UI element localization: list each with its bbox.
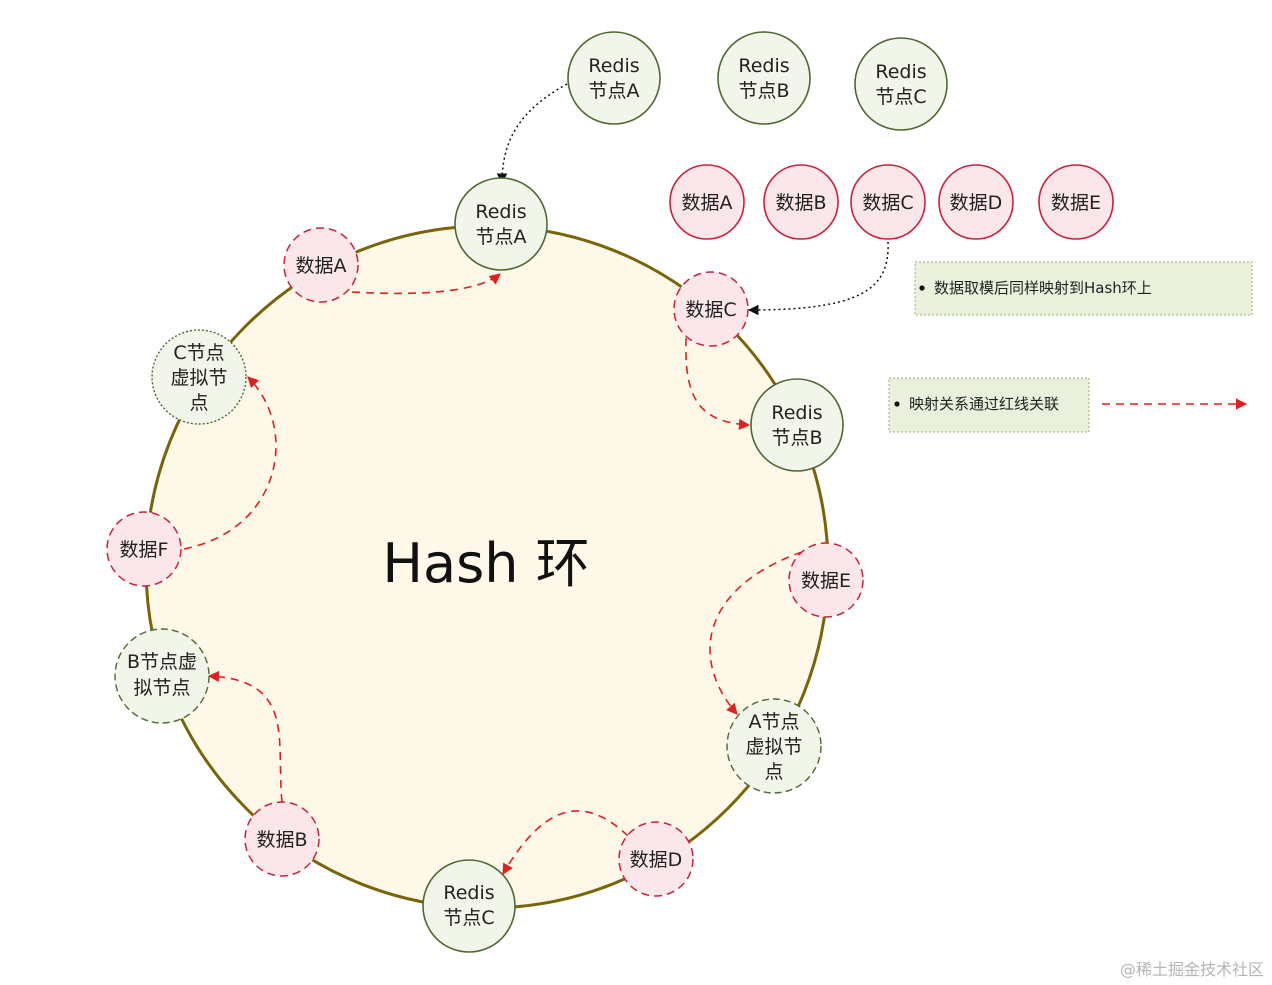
note-modulo-mapping-text: 数据取模后同样映射到Hash环上 bbox=[934, 279, 1152, 297]
top-data-d: 数据D bbox=[938, 164, 1014, 240]
mapping-arrow-data-d bbox=[502, 810, 629, 875]
mapping-arrow-data-f bbox=[183, 376, 277, 550]
top-server-a-line-1: Redis bbox=[588, 55, 639, 77]
ring-data-f: 数据F bbox=[106, 511, 182, 587]
virtual-node-c: C节点 虚拟节 点 bbox=[151, 329, 247, 425]
top-server-b-line-1: Redis bbox=[738, 55, 789, 77]
top-data-e-label: 数据E bbox=[1051, 192, 1101, 214]
top-data-c-label: 数据C bbox=[862, 192, 913, 214]
virtual-node-c-line-2: 虚拟节 bbox=[170, 367, 227, 389]
ring-data-f-circle bbox=[106, 511, 182, 587]
note-red-line-mapping-bullet bbox=[894, 401, 900, 407]
ring-server-c-line-1: Redis bbox=[443, 882, 494, 904]
ring-server-a-line-2: 节点A bbox=[476, 226, 527, 248]
ring-data-c-label: 数据C bbox=[685, 299, 736, 321]
top-data-d-circle bbox=[938, 164, 1014, 240]
ring-data-a-label: 数据A bbox=[296, 255, 347, 277]
ring-data-a: 数据A bbox=[283, 227, 359, 303]
top-server-c: Redis 节点C bbox=[854, 37, 948, 131]
watermark: @稀土掘金技术社区 bbox=[1120, 960, 1264, 979]
top-server-c-circle bbox=[854, 37, 948, 131]
virtual-node-b-line-2: 拟节点 bbox=[133, 677, 190, 699]
ring-data-b-label: 数据B bbox=[256, 829, 307, 851]
top-data-c-circle bbox=[850, 164, 926, 240]
top-server-a-circle bbox=[567, 31, 661, 125]
ring-server-a-circle bbox=[454, 177, 548, 271]
top-data-b-circle bbox=[763, 164, 839, 240]
ring-server-c-circle bbox=[422, 859, 516, 953]
ring-data-d-circle bbox=[618, 821, 694, 897]
top-server-b-line-2: 节点B bbox=[738, 80, 789, 102]
mapping-arrow-data-c bbox=[685, 337, 751, 430]
ring-data-f-label: 数据F bbox=[120, 539, 169, 561]
virtual-node-a-line-3: 点 bbox=[764, 761, 783, 783]
mapping-arrow-data-a bbox=[351, 273, 501, 295]
virtual-node-b-circle bbox=[114, 628, 210, 724]
ring-server-c: Redis 节点C bbox=[422, 859, 516, 953]
virtual-node-c-line-1: C节点 bbox=[173, 342, 224, 364]
ring-server-b: Redis 节点B bbox=[750, 378, 844, 472]
top-data-c: 数据C bbox=[850, 164, 926, 240]
top-data-e: 数据E bbox=[1038, 164, 1114, 240]
ring-data-e: 数据E bbox=[788, 542, 864, 618]
virtual-node-b-line-1: B节点虚 bbox=[127, 651, 197, 673]
ring-server-b-line-1: Redis bbox=[771, 402, 822, 424]
ring-data-b: 数据B bbox=[244, 801, 320, 877]
ring-data-b-circle bbox=[244, 801, 320, 877]
top-data-b-label: 数据B bbox=[775, 192, 826, 214]
note-red-line-mapping-box bbox=[888, 377, 1090, 433]
note-modulo-mapping: 数据取模后同样映射到Hash环上 bbox=[914, 261, 1253, 316]
virtual-node-c-line-3: 点 bbox=[189, 392, 208, 414]
ring-data-d: 数据D bbox=[618, 821, 694, 897]
ring-server-a-line-1: Redis bbox=[475, 201, 526, 223]
top-data-e-circle bbox=[1038, 164, 1114, 240]
top-server-c-line-2: 节点C bbox=[875, 86, 926, 108]
ring-server-b-circle bbox=[750, 378, 844, 472]
mapping-arrow-data-e bbox=[709, 551, 803, 715]
ring-data-c: 数据C bbox=[673, 271, 749, 347]
top-data-a-label: 数据A bbox=[682, 192, 733, 214]
virtual-node-a-line-1: A节点 bbox=[749, 711, 800, 733]
ring-data-c-circle bbox=[673, 271, 749, 347]
ring-title: Hash 环 bbox=[382, 532, 589, 595]
top-server-b: Redis 节点B bbox=[717, 31, 811, 125]
ring-data-e-circle bbox=[788, 542, 864, 618]
dotted-links bbox=[496, 83, 889, 316]
top-server-a-line-2: 节点A bbox=[589, 80, 640, 102]
mapping-arrows bbox=[183, 273, 803, 875]
top-server-c-line-1: Redis bbox=[875, 61, 926, 83]
top-data-a-circle bbox=[669, 164, 745, 240]
ring-data-d-label: 数据D bbox=[630, 849, 683, 871]
top-data-d-label: 数据D bbox=[950, 192, 1003, 214]
top-data-b: 数据B bbox=[763, 164, 839, 240]
note-modulo-mapping-box bbox=[914, 261, 1253, 316]
virtual-node-b: B节点虚 拟节点 bbox=[114, 628, 210, 724]
virtual-node-a: A节点 虚拟节 点 bbox=[726, 698, 822, 794]
ring-data-a-circle bbox=[283, 227, 359, 303]
dotted-link-data-c bbox=[747, 241, 889, 316]
mapping-arrow-data-b bbox=[207, 670, 283, 803]
top-server-a: Redis 节点A bbox=[567, 31, 661, 125]
ring-data-e-label: 数据E bbox=[801, 570, 851, 592]
virtual-node-a-line-2: 虚拟节 bbox=[745, 736, 802, 758]
note-red-line-mapping: 映射关系通过红线关联 bbox=[888, 377, 1090, 433]
virtual-node-c-circle bbox=[151, 329, 247, 425]
note-modulo-mapping-bullet bbox=[919, 285, 925, 291]
note-red-line-mapping-text: 映射关系通过红线关联 bbox=[909, 395, 1059, 413]
ring-server-b-line-2: 节点B bbox=[771, 427, 822, 449]
dotted-link-server-a bbox=[496, 83, 568, 185]
virtual-node-a-circle bbox=[726, 698, 822, 794]
top-data-a: 数据A bbox=[669, 164, 745, 240]
ring-server-a: Redis 节点A bbox=[454, 177, 548, 271]
top-server-b-circle bbox=[717, 31, 811, 125]
ring-server-c-line-2: 节点C bbox=[443, 907, 494, 929]
